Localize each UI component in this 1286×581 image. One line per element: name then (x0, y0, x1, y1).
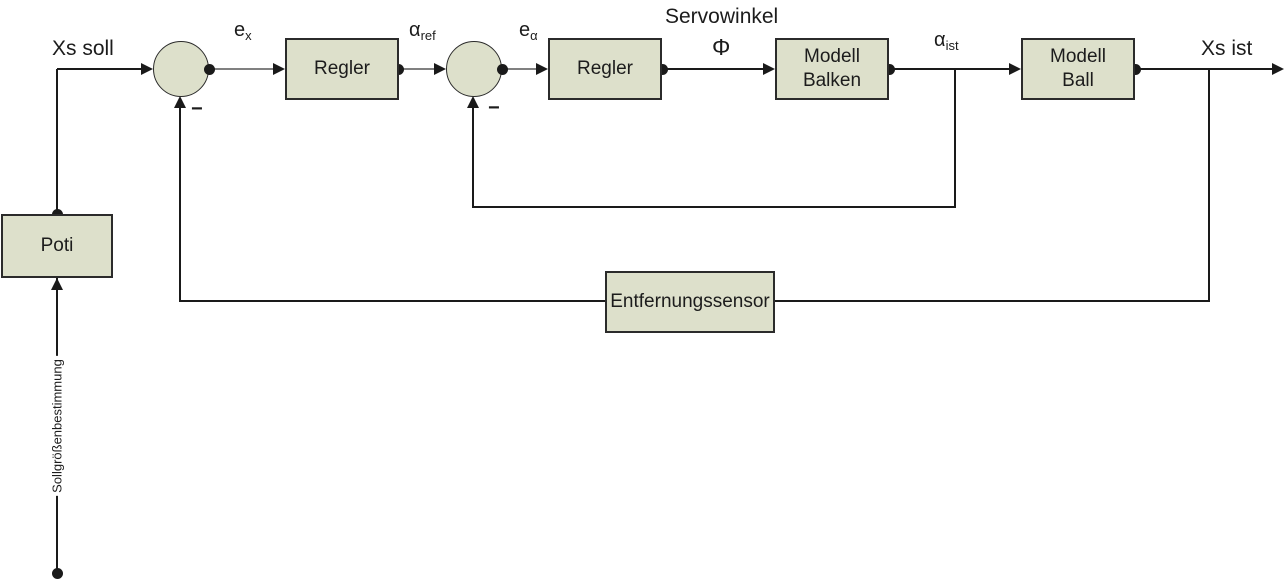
minus-sign-x: − (191, 98, 203, 120)
label-e-alpha: eα (519, 19, 538, 43)
label-phi: Φ (712, 34, 731, 60)
arrowhead-icon (536, 63, 548, 75)
block-label: Ball (1062, 70, 1094, 91)
outer-feedback-line (1208, 70, 1210, 302)
arrowhead-icon (467, 96, 479, 108)
arrowhead-icon (273, 63, 285, 75)
label-xs-soll: Xs soll (52, 37, 114, 60)
block-label: Regler (314, 58, 370, 80)
arrowhead-icon (1009, 63, 1021, 75)
arrowhead-icon (1272, 63, 1284, 75)
arrowhead-icon (51, 278, 63, 290)
arrowhead-icon (763, 63, 775, 75)
outer-feedback-line (775, 300, 1210, 302)
label-alpha-ist: αist (934, 29, 959, 53)
connection-node (204, 64, 215, 75)
outer-feedback-line (179, 106, 181, 302)
arrowhead-icon (434, 63, 446, 75)
block-poti: Poti (1, 214, 113, 278)
minus-sign-alpha: − (488, 97, 500, 119)
label-alpha-ref: αref (409, 19, 436, 43)
block-label: Modell (804, 46, 860, 68)
setpoint-line (56, 69, 58, 215)
block-label: Regler (577, 58, 633, 80)
label-sollgroessenbestimmung: Sollgrößenbestimmung (49, 356, 65, 496)
block-label: Balken (802, 70, 862, 91)
signal-line (212, 68, 274, 70)
signal-line (504, 68, 537, 70)
label-e-x: ex (234, 19, 252, 43)
signal-line (663, 68, 764, 70)
arrowhead-icon (174, 96, 186, 108)
outer-feedback-line (179, 300, 605, 302)
block-label: Modell (1050, 46, 1106, 68)
block-modell-ball: Modell Ball (1021, 38, 1135, 100)
connection-node (497, 64, 508, 75)
signal-line (57, 68, 143, 70)
inner-feedback-line (954, 70, 956, 208)
connection-node (657, 64, 668, 75)
connection-node (884, 64, 895, 75)
signal-line (400, 68, 435, 70)
block-entfernungssensor: Entfernungssensor (605, 271, 775, 333)
summing-junction-x (153, 41, 209, 97)
block-modell-balken: Modell Balken (775, 38, 889, 100)
arrowhead-icon (141, 63, 153, 75)
inner-feedback-line (472, 106, 474, 208)
label-xs-ist: Xs ist (1201, 37, 1253, 60)
label-servowinkel: Servowinkel (665, 5, 779, 28)
signal-line (890, 68, 1010, 70)
block-regler-alpha: Regler (548, 38, 662, 100)
block-label: Entfernungssensor (610, 291, 770, 313)
connection-node (1130, 64, 1141, 75)
connection-node (52, 568, 63, 579)
block-regler-x: Regler (285, 38, 399, 100)
block-label: Poti (40, 235, 74, 257)
summing-junction-alpha (446, 41, 502, 97)
inner-feedback-line (472, 206, 956, 208)
signal-line (1136, 68, 1273, 70)
